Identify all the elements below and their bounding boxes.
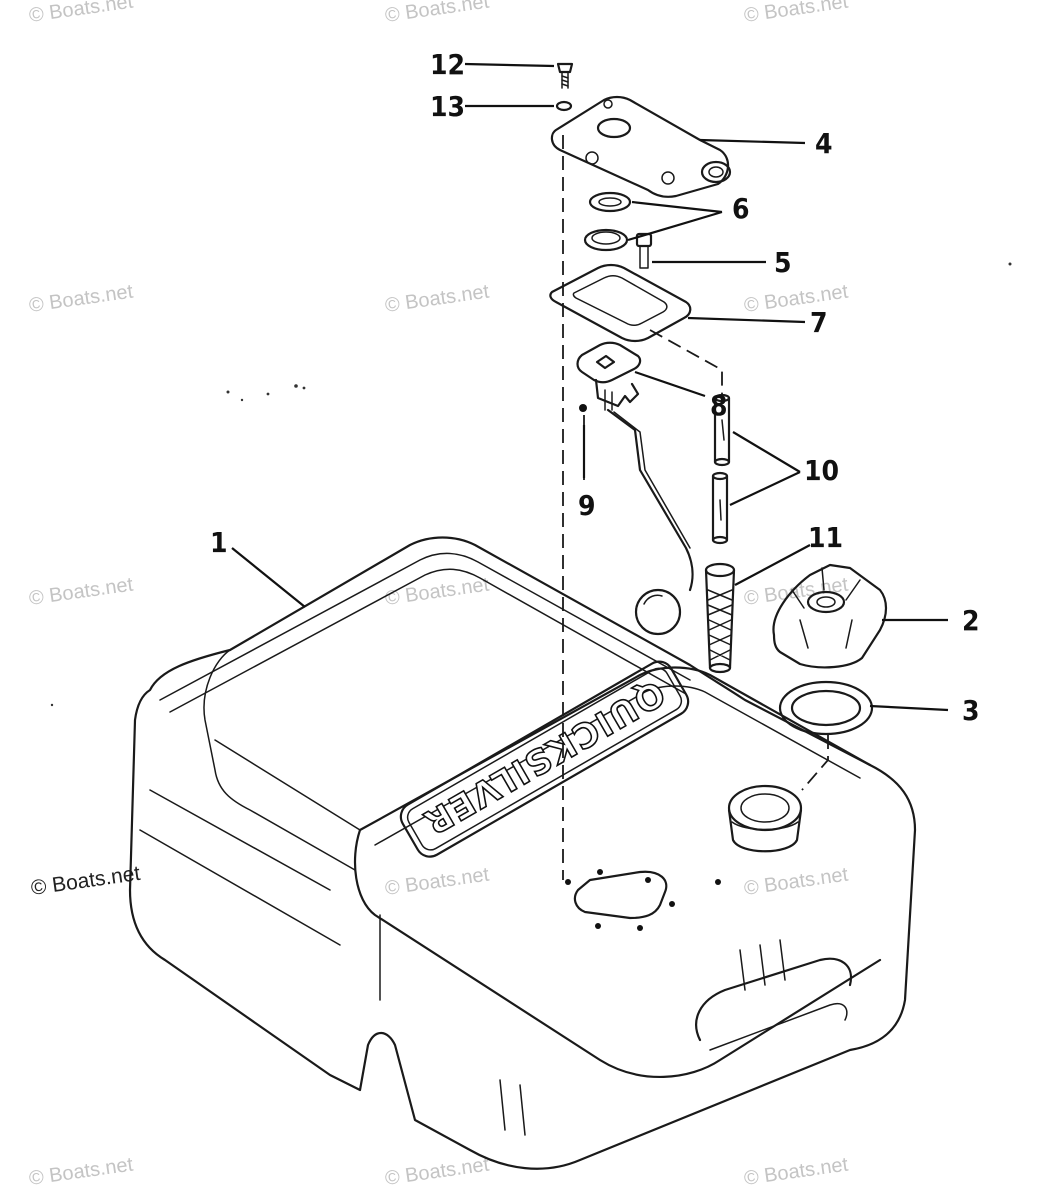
watermark: © Boats.net <box>28 0 135 27</box>
callout-4: 4 <box>815 127 833 160</box>
small-screw <box>579 404 587 412</box>
seal-lower <box>583 228 629 252</box>
callout-2: 2 <box>962 604 980 637</box>
callout-8: 8 <box>710 389 728 422</box>
callout-1: 1 <box>210 526 228 559</box>
callouts: 12 13 4 6 5 7 8 10 9 11 1 2 3 <box>210 48 980 727</box>
watermark: © Boats.net <box>743 864 850 900</box>
callout-10: 10 <box>804 454 839 487</box>
screw <box>556 62 574 89</box>
fill-neck <box>727 784 803 853</box>
watermark: © Boats.net <box>29 862 141 900</box>
gasket <box>549 263 692 343</box>
washer <box>555 100 573 112</box>
watermark: © Boats.net <box>384 0 491 27</box>
pickup-tube-upper <box>713 393 731 467</box>
fuel-tank-body: QUICKSILVER <box>128 536 917 1170</box>
watermark: © Boats.net <box>28 574 135 610</box>
watermark: © Boats.net <box>384 1154 491 1190</box>
callout-11: 11 <box>808 521 843 554</box>
watermark: © Boats.net <box>384 574 491 610</box>
brand-label: QUICKSILVER <box>416 672 672 843</box>
leader-lines <box>231 62 949 712</box>
cap-gasket <box>778 680 874 736</box>
seal-upper <box>588 191 632 213</box>
watermark: © Boats.net <box>743 0 850 27</box>
callout-5: 5 <box>774 246 792 279</box>
callout-9: 9 <box>578 489 596 522</box>
fill-cap <box>772 563 888 669</box>
watermark: © Boats.net <box>384 281 491 317</box>
watermark: © Boats.net <box>28 1154 135 1190</box>
watermark: © Boats.net <box>743 281 850 317</box>
callout-12: 12 <box>430 48 465 81</box>
watermark: © Boats.net <box>384 864 491 900</box>
callout-13: 13 <box>430 90 465 123</box>
filter-screen <box>704 562 736 674</box>
fitting <box>635 232 653 269</box>
scan-specks <box>50 262 1012 707</box>
watermark: © Boats.net <box>743 1154 850 1190</box>
fuel-sender <box>576 341 694 636</box>
callout-6: 6 <box>732 192 750 225</box>
callout-7: 7 <box>810 306 828 339</box>
pickup-tube-lower <box>711 471 729 545</box>
sender-cover <box>550 95 732 198</box>
watermark: © Boats.net <box>28 281 135 317</box>
sender-mount <box>565 869 721 931</box>
callout-3: 3 <box>962 694 980 727</box>
quicksilver-badge: QUICKSILVER <box>399 660 690 858</box>
